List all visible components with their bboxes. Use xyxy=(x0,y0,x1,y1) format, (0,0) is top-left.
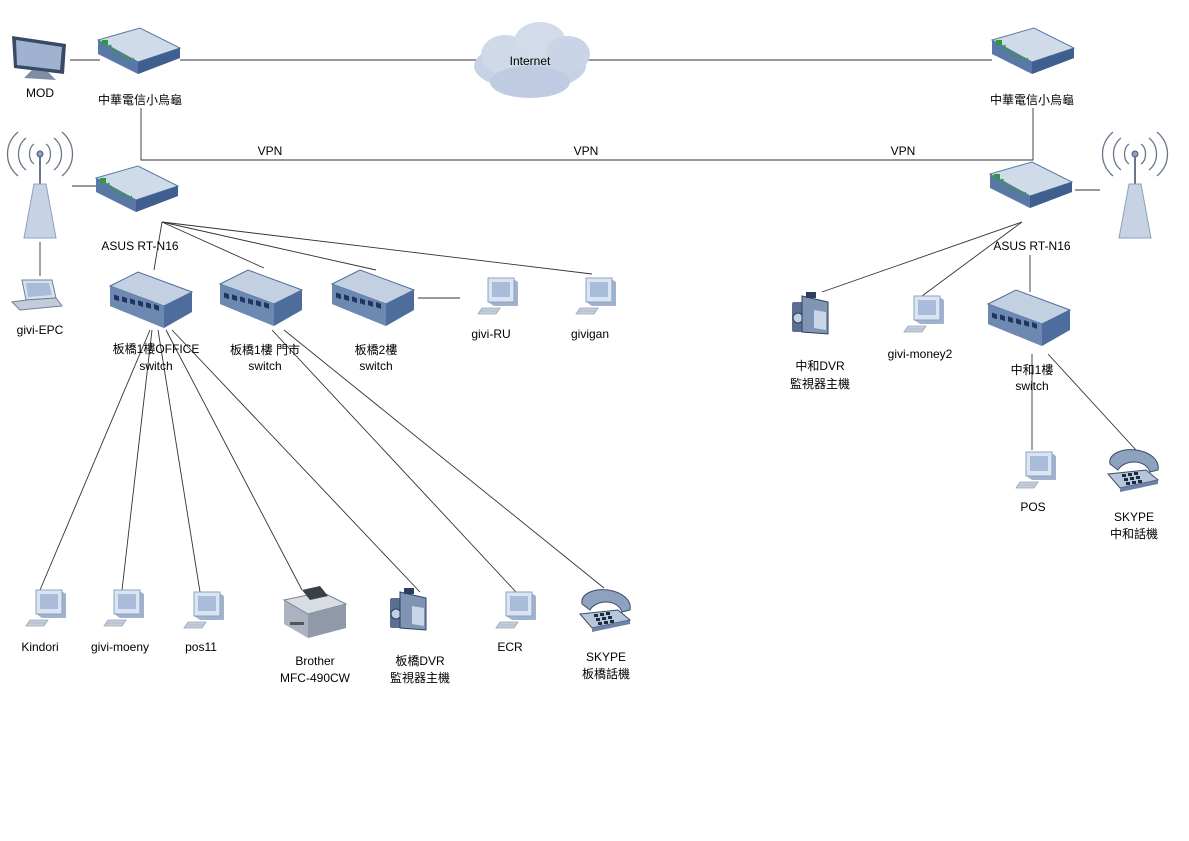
label-dvr-zh-1: 中和DVR xyxy=(795,358,845,373)
label-skype-zh-1: SKYPE xyxy=(1114,510,1154,524)
switch-icon xyxy=(987,289,1071,347)
router-icon xyxy=(990,26,1076,76)
wire-store-ecr xyxy=(271,329,517,593)
router-icon xyxy=(96,26,182,76)
wire-asus-dvr-zh xyxy=(821,221,1023,293)
label-skype-bq-1: SKYPE xyxy=(586,650,626,664)
label-givi-moeny: givi-moeny xyxy=(91,640,149,654)
label-pos: POS xyxy=(1020,500,1045,514)
desktop-computer-icon xyxy=(495,591,537,629)
label-givi-money2: givi-money2 xyxy=(888,347,953,361)
label-vpn-2: VPN xyxy=(574,144,599,158)
wire-swzh-skype xyxy=(1047,353,1137,451)
desktop-computer-icon xyxy=(903,295,945,333)
label-sw-store-2: switch xyxy=(248,359,281,373)
label-asus-right: ASUS RT-N16 xyxy=(993,239,1070,253)
label-asus-left: ASUS RT-N16 xyxy=(101,239,178,253)
label-dvr-bq-2: 監視器主機 xyxy=(390,670,450,685)
tv-monitor-icon xyxy=(12,36,66,80)
desktop-computer-icon xyxy=(477,277,519,315)
wire-office-printer xyxy=(165,329,303,591)
laptop-icon xyxy=(11,279,63,311)
desktop-computer-icon xyxy=(575,277,617,315)
wire-office-kindori xyxy=(39,329,151,591)
label-sw-office-1: 板橋1樓OFFICE xyxy=(113,341,200,356)
wire-asus-2f xyxy=(161,221,377,271)
label-dvr-zh-2: 監視器主機 xyxy=(790,376,850,391)
wire-store-skype xyxy=(283,329,605,589)
switch-icon xyxy=(109,271,193,329)
telephone-icon xyxy=(1107,449,1159,493)
label-mod: MOD xyxy=(26,86,54,100)
wire-asus-store xyxy=(161,221,265,269)
label-brother-1: Brother xyxy=(295,654,334,668)
label-givi-ru: givi-RU xyxy=(471,327,510,341)
label-ecr: ECR xyxy=(497,640,523,654)
label-sw-office-2: switch xyxy=(139,359,172,373)
cloud-icon xyxy=(474,22,590,98)
telephone-icon xyxy=(579,589,631,633)
printer-icon xyxy=(283,585,347,639)
video-camera-icon xyxy=(791,291,829,335)
desktop-computer-icon xyxy=(183,591,225,629)
switch-icon xyxy=(219,269,303,327)
label-dvr-bq-1: 板橋DVR xyxy=(395,654,445,668)
desktop-computer-icon xyxy=(25,589,67,627)
label-vpn-1: VPN xyxy=(258,144,283,158)
label-cht-right: 中華電信小烏龜 xyxy=(990,92,1074,107)
connection-lines xyxy=(39,59,1137,593)
label-internet: Internet xyxy=(510,54,551,68)
wire-asus-money2 xyxy=(921,221,1023,297)
label-kindori: Kindori xyxy=(21,640,58,654)
desktop-computer-icon xyxy=(1015,451,1057,489)
label-sw-zh-1: 中和1樓 xyxy=(1011,362,1054,377)
label-pos11: pos11 xyxy=(185,640,217,654)
video-camera-icon xyxy=(389,587,427,631)
wire-vpn-tunnel xyxy=(140,108,1034,161)
router-icon xyxy=(94,164,180,214)
label-skype-bq-2: 板橋話機 xyxy=(582,666,630,681)
wireless-antenna-icon xyxy=(1101,131,1169,239)
label-givi-epc: givi-EPC xyxy=(17,323,64,337)
label-givigan: givigan xyxy=(571,327,609,341)
wire-office-dvr xyxy=(171,329,421,593)
label-skype-zh-2: 中和話機 xyxy=(1110,526,1158,541)
wire-asus-givigan xyxy=(161,221,593,275)
switch-icon xyxy=(331,269,415,327)
wire-office-givi-moeny xyxy=(121,329,153,591)
wire-office-pos11 xyxy=(157,329,201,593)
label-vpn-3: VPN xyxy=(891,144,916,158)
label-sw-zh-2: switch xyxy=(1015,379,1048,393)
label-sw-2f-2: switch xyxy=(359,359,392,373)
wireless-antenna-icon xyxy=(6,131,74,239)
desktop-computer-icon xyxy=(103,589,145,627)
wire-asus-office xyxy=(153,221,163,271)
label-sw-2f-1: 板橋2樓 xyxy=(355,342,398,357)
label-sw-store-1: 板橋1樓 門市 xyxy=(230,342,300,357)
label-brother-2: MFC-490CW xyxy=(280,671,351,685)
router-icon xyxy=(988,160,1074,210)
label-cht-left: 中華電信小烏龜 xyxy=(98,92,182,107)
